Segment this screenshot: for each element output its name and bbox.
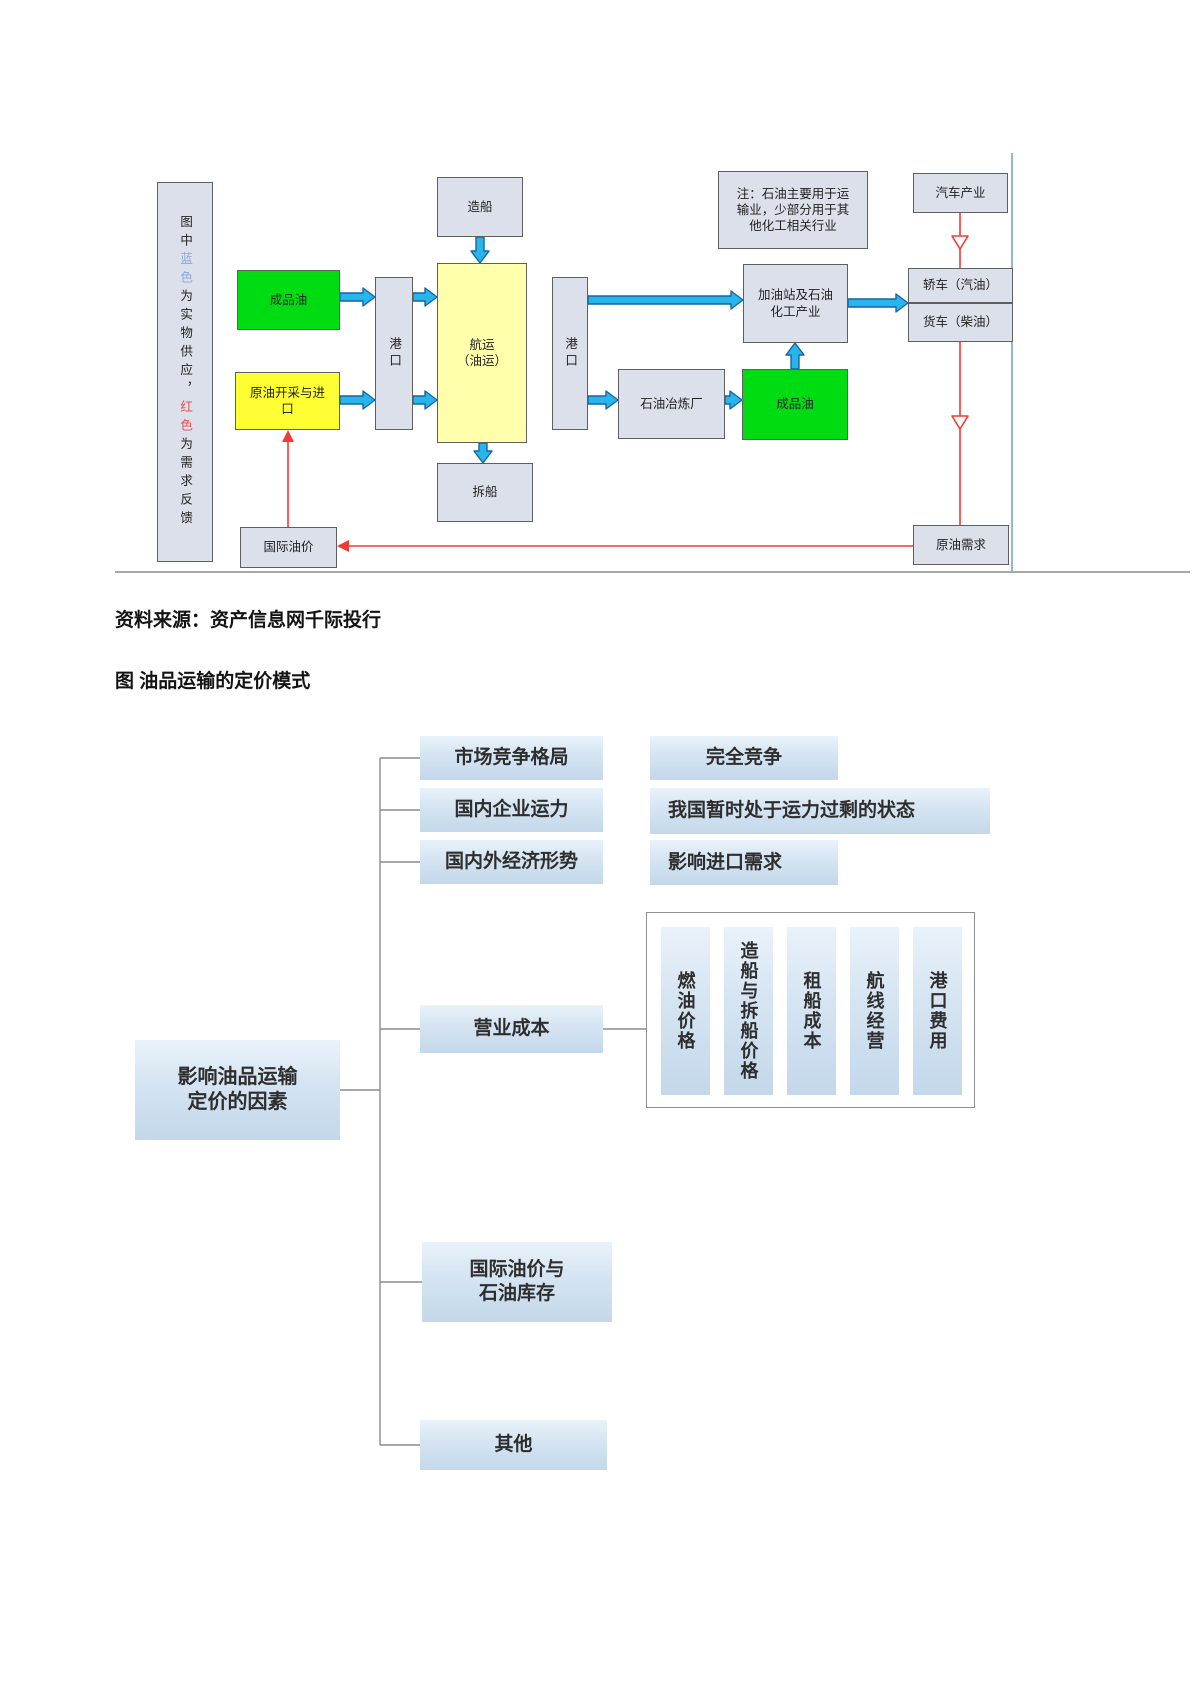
- legend-blue-word: 蓝色: [178, 251, 193, 289]
- node-refined-oil-output: 成品油: [742, 369, 848, 440]
- node-oil-refinery: 石油冶炼厂: [618, 369, 725, 439]
- node-ship-scrapping: 拆船: [437, 463, 533, 522]
- cost-item-route-operation: 航线经营: [850, 927, 899, 1095]
- arrowhead-price-to-crude: [282, 430, 294, 442]
- arrowhead-auto-to-sedan: [951, 235, 969, 250]
- arrow-refined-to-gasstation: [785, 342, 805, 370]
- arrow-port-to-shipping-bottom: [412, 390, 438, 410]
- branch-other: 其他: [420, 1420, 607, 1470]
- cost-item-label: 航线经营: [864, 971, 885, 1051]
- node-gas-station-petrochemical: 加油站及石油化工产业: [743, 264, 848, 343]
- branch-economic-situation: 国内外经济形势: [420, 840, 603, 884]
- cost-item-label: 港口费用: [927, 971, 948, 1051]
- node-crude-extraction-import: 原油开采与进口: [235, 372, 340, 430]
- node-refined-oil-supply: 成品油: [237, 270, 340, 330]
- node-port-left: 港口: [375, 277, 413, 430]
- arrowhead-truck-to-demand: [951, 415, 969, 430]
- arrow-shipbuilding-to-shipping: [470, 236, 490, 264]
- arrow-port-to-refinery: [587, 390, 619, 410]
- intl-price-line2: 石油库存: [478, 1283, 555, 1304]
- result-capacity-surplus: 我国暂时处于运力过剩的状态: [650, 788, 990, 834]
- branch-operating-cost: 营业成本: [420, 1005, 603, 1053]
- legend-part2: 为实物供应，: [178, 288, 193, 400]
- cost-items-container: 燃油价格 造船与拆船价格 租船成本 航线经营 港口费用: [646, 912, 975, 1108]
- result-import-demand: 影响进口需求: [650, 840, 838, 885]
- cost-item-label: 造船与拆船价格: [738, 941, 759, 1081]
- node-shipping: 航运 （油运）: [437, 263, 527, 443]
- flow-arrows-layer: [115, 153, 1190, 573]
- arrow-refined-to-port: [339, 287, 376, 307]
- pricing-factors-diagram: 市场竞争格局 完全竞争 国内企业运力 我国暂时处于运力过剩的状态 国内外经济形势…: [115, 700, 1195, 1480]
- branch-domestic-capacity: 国内企业运力: [420, 788, 603, 832]
- source-caption: 资料来源：资产信息网千际投行: [115, 610, 382, 631]
- shipping-label-line1: 航运: [469, 337, 495, 352]
- arrow-port-to-shipping-top: [412, 287, 438, 307]
- oil-supply-chain-diagram: 图中蓝色为实物供应，红色为需求反馈 成品油 原油开采与进口 港口 航运 （油运）…: [115, 150, 1195, 580]
- cost-item-charter-cost: 租船成本: [787, 927, 836, 1095]
- node-truck-diesel: 货车（柴油）: [908, 303, 1013, 342]
- node-crude-oil-demand: 原油需求: [913, 525, 1009, 565]
- node-auto-industry: 汽车产业: [913, 173, 1008, 213]
- legend-part3: 为需求反馈: [178, 436, 193, 530]
- intl-price-line1: 国际油价与: [469, 1259, 565, 1281]
- legend-note-box: 图中蓝色为实物供应，红色为需求反馈: [157, 182, 213, 562]
- arrow-gasstation-to-vehicles: [847, 293, 909, 313]
- result-perfect-competition: 完全竞争: [650, 736, 838, 780]
- node-sedan-gasoline: 轿车（汽油）: [908, 268, 1013, 303]
- figure-caption: 图 油品运输的定价模式: [115, 671, 311, 692]
- root-label-line2: 定价的因素: [187, 1091, 288, 1113]
- branch-market-pattern: 市场竞争格局: [420, 736, 603, 780]
- root-factors-box: 影响油品运输 定价的因素: [135, 1040, 340, 1140]
- cost-item-port-fees: 港口费用: [913, 927, 962, 1095]
- legend-red-word: 红色: [178, 399, 193, 437]
- arrow-crude-to-port: [339, 390, 376, 410]
- arrow-shipping-to-scrapping: [473, 442, 493, 464]
- node-intl-oil-price: 国际油价: [240, 527, 337, 568]
- arrowhead-demand-to-price: [337, 540, 349, 552]
- branch-intl-price-inventory: 国际油价与 石油库存: [422, 1242, 612, 1322]
- legend-part1: 图中: [178, 214, 193, 252]
- cost-item-shipbuilding-scrapping-price: 造船与拆船价格: [724, 927, 773, 1095]
- arrow-refinery-to-refined: [724, 390, 743, 410]
- arrow-port-to-gasstation: [587, 290, 744, 310]
- shipping-label-line2: （油运）: [456, 354, 507, 368]
- cost-item-fuel-price: 燃油价格: [661, 927, 710, 1095]
- cost-item-label: 燃油价格: [675, 971, 696, 1051]
- root-label-line1: 影响油品运输: [177, 1066, 298, 1088]
- node-shipbuilding: 造船: [437, 177, 523, 237]
- node-port-right: 港口: [552, 277, 588, 430]
- cost-item-label: 租船成本: [801, 971, 822, 1051]
- note-box: 注：石油主要用于运输业，少部分用于其他化工相关行业: [718, 171, 868, 249]
